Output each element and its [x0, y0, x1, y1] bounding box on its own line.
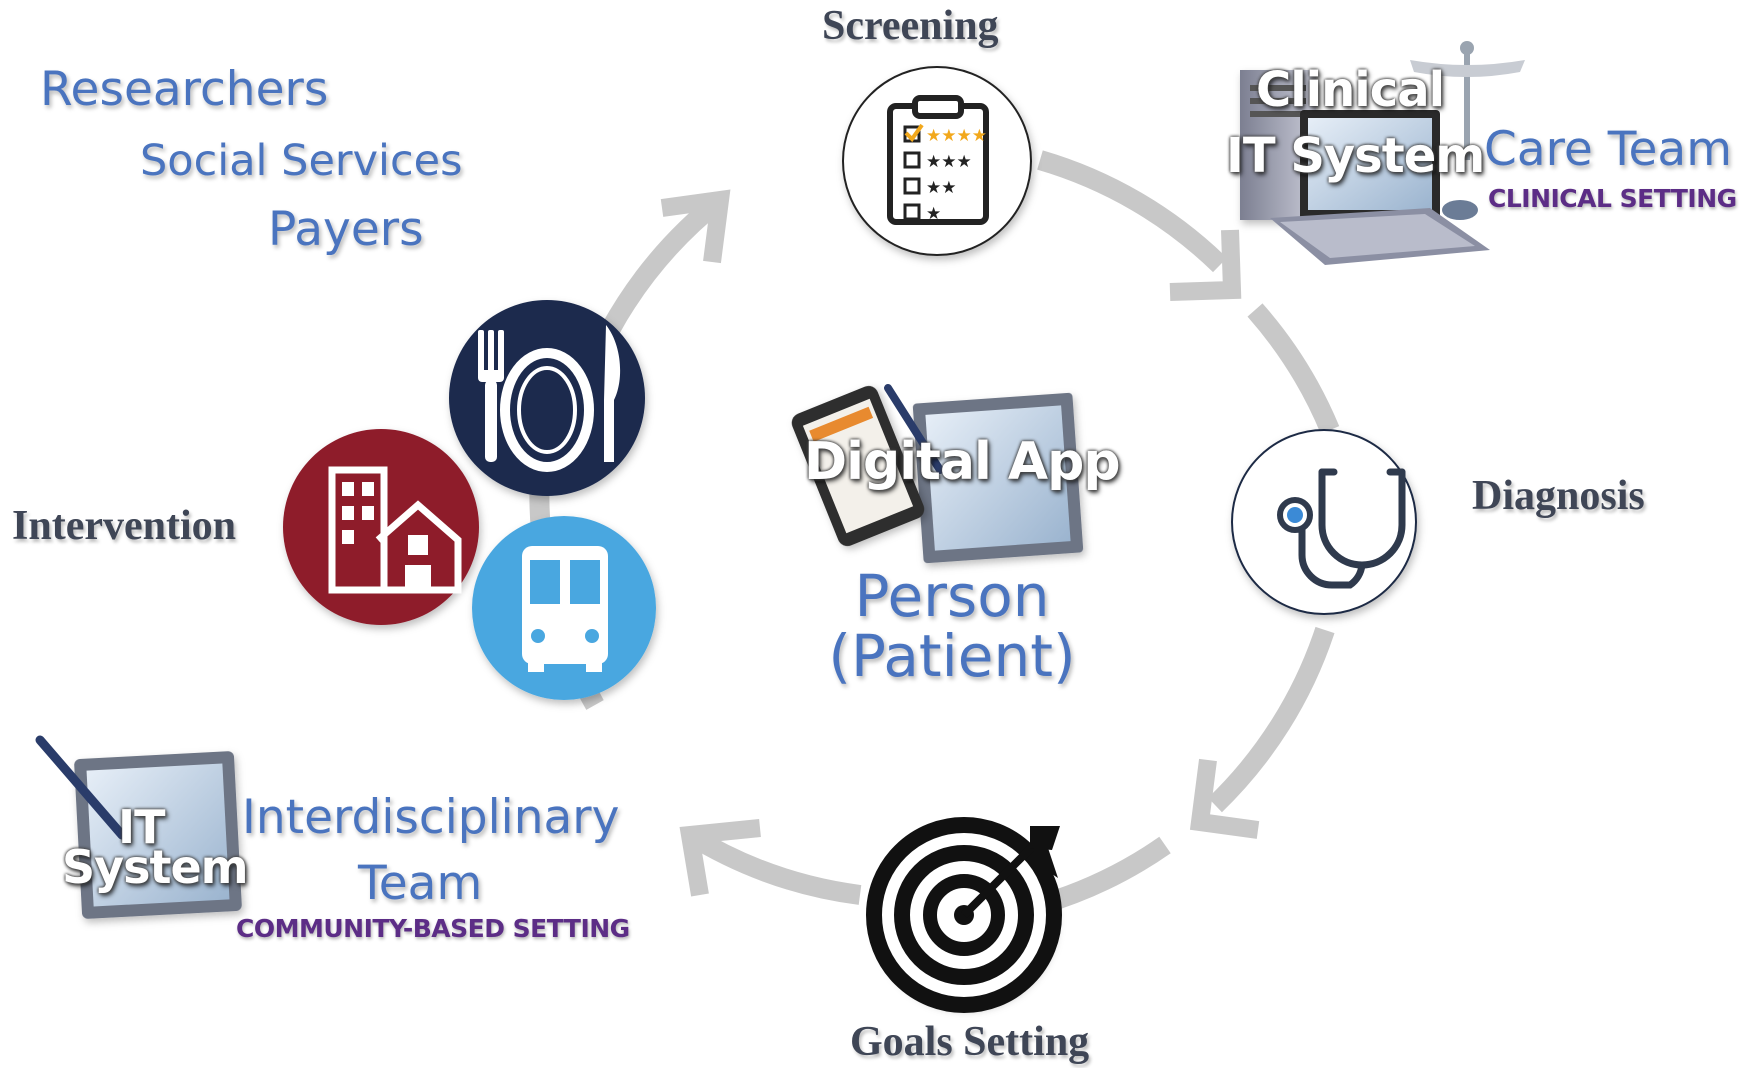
fork-plate-knife-icon [449, 300, 645, 496]
svg-text:★★★: ★★★ [926, 152, 972, 172]
svg-text:★★★★: ★★★★ [926, 126, 987, 146]
researchers-label: Researchers [40, 62, 329, 117]
person-label: Person (Patient) [752, 566, 1152, 686]
care-team-label: Care Team [1484, 122, 1732, 177]
interdisciplinary-team-line2: Team [358, 856, 483, 911]
community-setting-label: COMMUNITY-BASED SETTING [236, 914, 630, 943]
screening-label: Screening [822, 3, 999, 49]
community-tablet-icon [35, 735, 242, 919]
social-services-label: Social Services [140, 136, 463, 186]
clinical-computer-icon [1240, 41, 1525, 265]
svg-text:★: ★ [926, 204, 941, 224]
person-label-line2: (Patient) [828, 622, 1076, 690]
diagnosis-label: Diagnosis [1472, 473, 1645, 519]
community-system-line1: IT [118, 800, 165, 854]
clinical-system-line2: IT System [1226, 128, 1485, 184]
person-label-line1: Person [854, 562, 1050, 630]
clinical-setting-label: CLINICAL SETTING [1488, 184, 1737, 213]
community-system-line2: System [62, 840, 249, 894]
digital-devices-icon [791, 384, 1084, 564]
cycle-arrowheads [660, 189, 1260, 897]
digital-app-label: Digital App [804, 432, 1121, 492]
stethoscope-icon [1231, 429, 1417, 615]
goals-setting-label: Goals Setting [850, 1019, 1090, 1065]
bus-icon [472, 516, 656, 700]
intervention-label: Intervention [12, 503, 236, 549]
payers-label: Payers [268, 202, 424, 257]
clipboard-checklist-icon: ★★★★ ★★★ ★★ ★ [842, 66, 1032, 256]
clinical-system-line1: Clinical [1256, 62, 1445, 118]
interdisciplinary-team-line1: Interdisciplinary [242, 790, 620, 845]
target-arrow-icon [866, 817, 1062, 1013]
svg-text:★★: ★★ [926, 178, 956, 198]
buildings-house-icon [283, 429, 479, 625]
